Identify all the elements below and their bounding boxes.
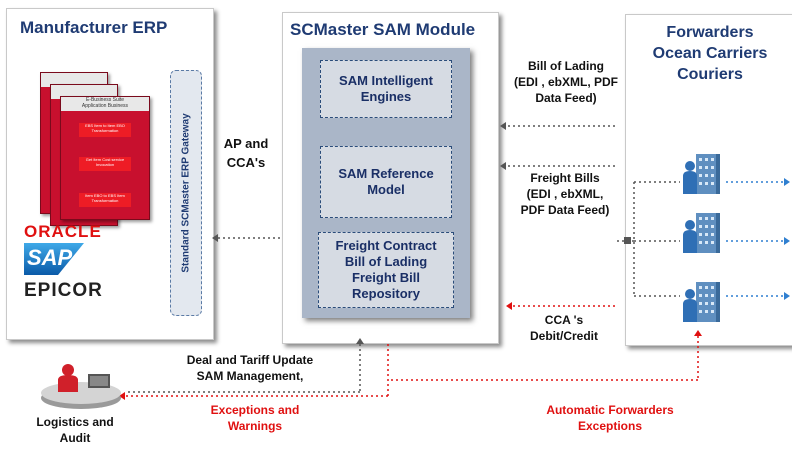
freight-bills-label: Freight Bills (EDI , ebXML, PDF Data Fee…	[520, 171, 610, 217]
erp-card-header-1: E-Business Suite	[85, 97, 125, 103]
oracle-logo: ORACLE	[24, 222, 102, 241]
sap-logo-text: SAP	[27, 245, 73, 270]
deal-tariff-label: Deal and Tariff Update SAM Management,	[186, 353, 314, 383]
carriers-title: Forwarders Ocean Carriers Couriers	[652, 24, 768, 83]
exceptions-warnings-label: Exceptions and Warnings	[210, 403, 300, 433]
erp-step-1: EBS Item to Item EBO Transformation	[79, 123, 131, 137]
erp-gateway-bar: Standard SCMaster ERP Gateway	[170, 70, 202, 316]
carrier-building-icon	[680, 148, 724, 198]
erp-step-2: Get Item Cost service Invocation	[79, 157, 131, 171]
logistics-audit-label: Logistics and Audit	[36, 415, 114, 445]
sap-logo: SAP	[24, 243, 84, 275]
sam-module-title: SCMaster SAM Module	[290, 20, 476, 39]
logistics-workstation-icon	[38, 360, 124, 410]
carrier-building-icon	[680, 276, 724, 326]
erp-card-header-2: Application Business	[81, 103, 129, 109]
bill-of-lading-label: Bill of Lading (EDI , ebXML, PDF Data Fe…	[513, 59, 618, 105]
epicor-logo: EPICOR	[24, 280, 103, 301]
erp-step-3: Item EBO to EBS Item Transformation	[79, 193, 131, 207]
carrier-building-icon	[680, 207, 724, 257]
cca-debit-credit-label: CCA 's Debit/Credit	[529, 313, 598, 343]
manufacturer-erp-title: Manufacturer ERP	[20, 18, 168, 37]
ap-cca-label: AP and CCA's	[223, 136, 269, 170]
automatic-forwarders-exceptions-label: Automatic Forwarders Exceptions	[546, 403, 674, 433]
erp-card-front: E-Business Suite Application Business EB…	[60, 96, 150, 220]
